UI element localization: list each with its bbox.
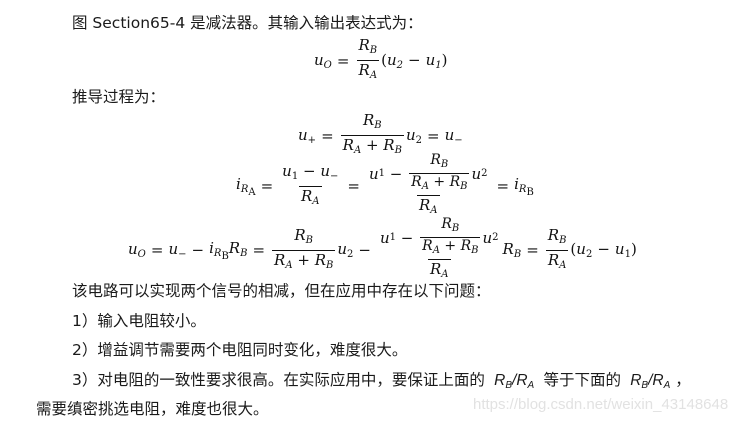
issue-3: 3）对电阻的一致性要求很高。在实际应用中，要保证上面的 RB/RA 等于下面的 … — [72, 370, 691, 396]
issue-3-line-2: 需要缜密挑选电阻，难度也很大。 — [36, 400, 269, 418]
ratio-rb-ra-1: RB/RA — [494, 372, 535, 391]
issue-3-text-c: ， — [675, 371, 691, 389]
watermark: https://blog.csdn.net/weixin_43148648 — [473, 396, 729, 413]
issue-3-text-b: 等于下面的 — [543, 371, 621, 389]
intro-paragraph: 图 Section65-4 是减法器。其输入输出表达式为： — [72, 14, 423, 32]
derivation-label: 推导过程为： — [72, 88, 166, 106]
issue-2: 2）增益调节需要两个电阻同时变化，难度很大。 — [72, 341, 408, 359]
issue-1: 1）输入电阻较小。 — [72, 312, 206, 330]
ratio-rb-ra-2: RB/RA — [630, 372, 671, 391]
issue-3-text-a: 3）对电阻的一致性要求很高。在实际应用中，要保证上面的 — [72, 371, 485, 389]
summary-paragraph: 该电路可以实现两个信号的相减，但在应用中存在以下问题： — [72, 282, 491, 300]
